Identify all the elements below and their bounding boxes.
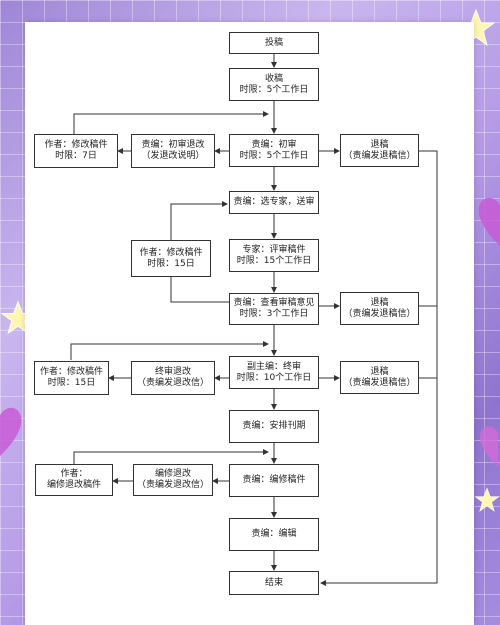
edit-return-node: 编修退改 （责编发退改信） — [133, 464, 213, 496]
author-edit-revise-line-1: 作者： — [60, 469, 88, 479]
reject-2-line-2: （责编发退稿信） — [343, 308, 416, 319]
receive-line-1: 收稿 — [264, 73, 283, 84]
author-revise-1-line-2: 时限：7日 — [55, 151, 97, 161]
schedule-node: 责编：安排刊期 — [229, 410, 319, 443]
author-edit-revise-node: 作者： 编修退改稿件 — [35, 464, 113, 496]
edit-manuscript-node: 责编：编修稿件 — [229, 464, 319, 497]
reject-1-line-1: 退稿 — [370, 139, 389, 150]
initial-return-line-1: 责编：初审退改 — [141, 140, 205, 150]
star-decoration — [474, 487, 500, 512]
reject-node-3: 退稿 （责编发退稿信） — [340, 361, 419, 394]
initial-review-line-1: 责编：初审 — [251, 139, 297, 150]
author-revise-2-line-1: 作者：修改稿件 — [139, 247, 203, 258]
receive-line-2: 时限：5个工作日 — [239, 84, 309, 95]
edit-return-line-1: 编修退改 — [154, 469, 191, 479]
edit-return-line-2: （责编发退改信） — [136, 480, 209, 490]
select-expert-node: 责编：选专家，送审 — [229, 191, 319, 214]
expert-review-line-1: 专家：评审稿件 — [242, 244, 306, 255]
heart-decoration — [478, 197, 500, 246]
reject-3-line-2: （责编发退稿信） — [343, 377, 416, 388]
heart-decoration — [480, 426, 498, 467]
view-opinions-line-1: 责编：查看审稿意见 — [233, 298, 315, 308]
author-revise-node-3: 作者：修改稿件 时限：15日 — [34, 361, 109, 395]
author-revise-3-line-1: 作者：修改稿件 — [39, 367, 103, 377]
author-revise-2-line-2: 时限：15日 — [147, 258, 195, 269]
final-return-line-1: 终审退改 — [154, 367, 191, 377]
heart-decoration — [0, 407, 22, 456]
expert-review-line-2: 时限：15个工作日 — [236, 255, 312, 266]
final-review-node: 副主编：终审 时限：10个工作日 — [229, 356, 319, 389]
typeset-node: 责编：编辑 — [229, 518, 319, 551]
view-opinions-node: 责编：查看审稿意见 时限：3个工作日 — [229, 293, 319, 325]
initial-review-node: 责编：初审 时限：5个工作日 — [229, 134, 319, 167]
typeset-line-1: 责编：编辑 — [251, 529, 297, 539]
submit-node: 投稿 — [229, 32, 319, 54]
reject-1-line-2: （责编发退稿信） — [343, 150, 416, 161]
reject-2-line-1: 退稿 — [370, 297, 389, 308]
author-revise-node-1: 作者：修改稿件 时限：7日 — [34, 134, 118, 168]
expert-review-node: 专家：评审稿件 时限：15个工作日 — [229, 239, 319, 272]
initial-return-node: 责编：初审退改 （发退改说明） — [131, 134, 215, 168]
reject-3-line-1: 退稿 — [370, 366, 389, 377]
view-opinions-line-2: 时限：3个工作日 — [239, 309, 309, 319]
reject-node-1: 退稿 （责编发退稿信） — [340, 134, 419, 167]
end-line-1: 结束 — [264, 577, 283, 588]
author-revise-3-line-2: 时限：15日 — [47, 378, 96, 388]
select-expert-line-1: 责编：选专家，送审 — [233, 197, 315, 207]
initial-return-line-2: （发退改说明） — [141, 151, 205, 161]
submit-line-1: 投稿 — [264, 37, 283, 48]
end-node: 结束 — [229, 571, 319, 595]
schedule-line-1: 责编：安排刊期 — [242, 421, 306, 431]
reject-node-2: 退稿 （责编发退稿信） — [340, 292, 419, 325]
initial-review-line-2: 时限：5个工作日 — [239, 150, 309, 161]
final-review-line-2: 时限：10个工作日 — [236, 372, 312, 383]
author-edit-revise-line-2: 编修退改稿件 — [46, 480, 101, 490]
final-return-line-2: （责编发退改信） — [136, 378, 209, 388]
final-review-line-1: 副主编：终审 — [246, 361, 301, 372]
author-revise-node-2: 作者：修改稿件 时限：15日 — [131, 240, 211, 277]
receive-node: 收稿 时限：5个工作日 — [229, 68, 319, 101]
author-revise-1-line-1: 作者：修改稿件 — [44, 140, 108, 150]
final-return-node: 终审退改 （责编发退改信） — [131, 361, 215, 395]
edit-manuscript-line-1: 责编：编修稿件 — [242, 475, 306, 485]
